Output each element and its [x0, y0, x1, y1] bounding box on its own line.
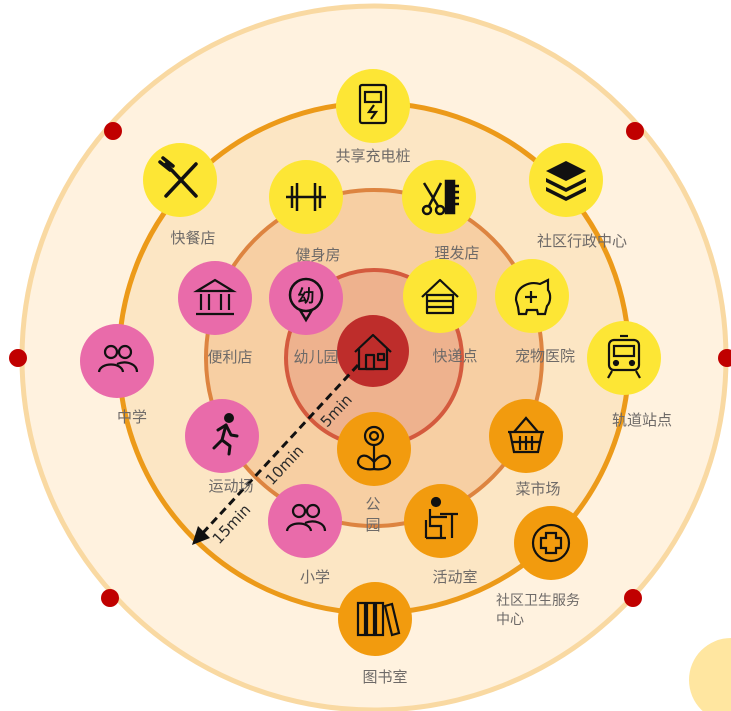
package-house-icon: [421, 278, 459, 315]
outer-marker-right: [718, 349, 731, 367]
facility-activity-room: 活动室: [404, 484, 478, 586]
basket-icon: [508, 416, 544, 454]
runner-icon: [212, 413, 239, 456]
facility-label: 轨道站点: [612, 411, 672, 429]
outer-marker-bottom-left: [101, 589, 119, 607]
facility-label: 图书室: [362, 668, 407, 686]
layers-icon: [546, 161, 586, 201]
facility-sports-field: 运动场: [185, 399, 259, 495]
facility-fast-food: 快餐店: [143, 143, 217, 247]
facility-label: 社区卫生服务: [496, 593, 580, 609]
facility-convenience-store: 便利店: [178, 261, 253, 366]
facility-primary-school: 小学: [268, 484, 342, 586]
outer-marker-bottom-right: [624, 589, 642, 607]
facility-community-health-center: 社区卫生服务 中心: [496, 506, 588, 628]
facility-label: 幼儿园: [293, 348, 338, 366]
facility-label-line2: 园: [365, 516, 380, 534]
desk-person-icon: [424, 496, 458, 540]
people-icon: [97, 344, 139, 373]
facility-label: 运动场: [208, 477, 253, 495]
facility-metro-station: 轨道站点: [587, 321, 672, 429]
bank-icon: [193, 278, 237, 316]
fork-knife-icon: [158, 156, 198, 198]
facility-label: 健身房: [295, 246, 340, 264]
park-icon: [356, 425, 392, 471]
facility-park: 公 园: [337, 412, 411, 534]
facility-label-line1: 公: [365, 495, 380, 513]
facility-label: 菜市场: [515, 480, 560, 498]
facility-label-line2: 中心: [496, 612, 524, 628]
facility-label: 小学: [300, 568, 330, 586]
facility-label: 活动室: [432, 568, 477, 586]
svg-text:幼: 幼: [298, 286, 315, 307]
facility-kindergarten: 幼 幼儿园: [269, 261, 343, 366]
house-icon: [354, 333, 392, 371]
outer-marker-top-right: [626, 122, 644, 140]
facility-label: 理发店: [434, 244, 479, 262]
pet-hospital-icon: [514, 278, 552, 316]
facility-label: 中学: [117, 408, 147, 426]
walking-distance-arrow: [192, 363, 360, 545]
facility-express-point: 快递点: [403, 259, 478, 365]
facility-middle-school: 中学: [80, 324, 154, 426]
outer-marker-top-left: [104, 122, 122, 140]
medical-cross-icon: [531, 523, 571, 563]
corner-decoration-circle: [689, 638, 731, 711]
dumbbell-icon: [286, 183, 326, 211]
facility-label: 快餐店: [170, 229, 215, 247]
train-icon: [607, 334, 641, 379]
facility-pet-hospital: 宠物医院: [495, 259, 575, 365]
facility-label: 便利店: [207, 348, 252, 366]
charging-station-icon: [358, 83, 388, 125]
facility-community-admin: 社区行政中心: [529, 143, 627, 250]
facility-barber: 理发店: [402, 160, 480, 262]
facility-gym: 健身房: [269, 160, 343, 264]
people-icon: [285, 503, 327, 532]
facility-label: 宠物医院: [515, 347, 575, 365]
facility-label: 共享充电桩: [335, 147, 410, 165]
facility-charging-station: 共享充电桩: [335, 69, 411, 165]
facility-label: 社区行政中心: [537, 232, 627, 250]
scissors-comb-icon: [421, 179, 459, 216]
facility-market: 菜市场: [489, 399, 563, 498]
outer-marker-left: [9, 349, 27, 367]
facility-label: 快递点: [432, 347, 477, 365]
books-icon: [356, 601, 401, 637]
facility-library: 图书室: [338, 582, 412, 686]
kindergarten-icon: 幼: [288, 277, 324, 323]
